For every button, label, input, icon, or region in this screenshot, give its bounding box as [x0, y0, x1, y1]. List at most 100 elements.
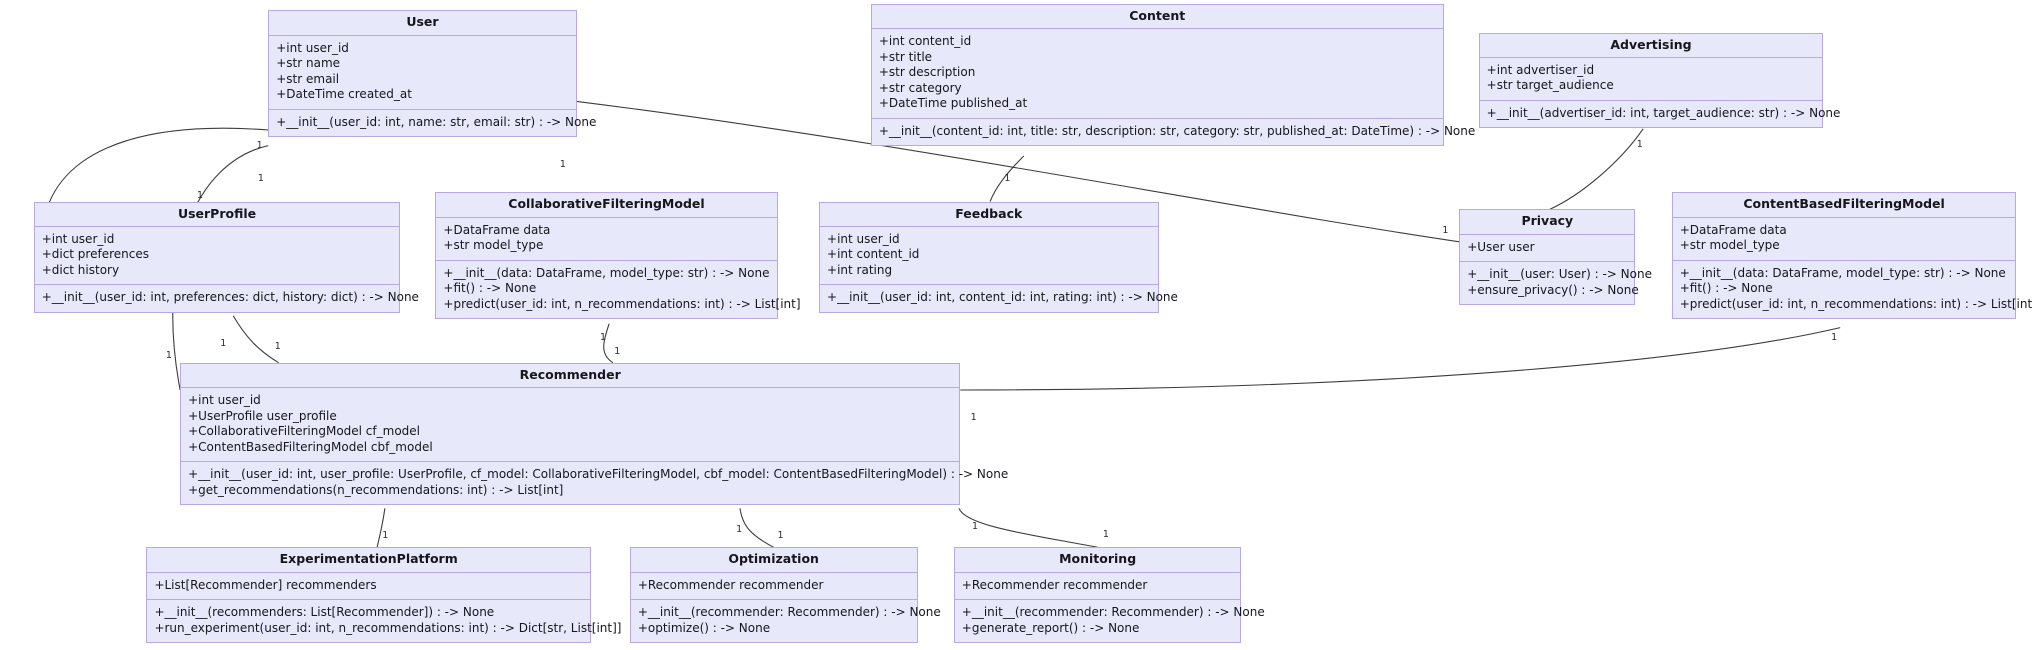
uml-class-experimentation[interactable]: ExperimentationPlatform+List[Recommender…: [146, 547, 622, 644]
uml-attribute: +str model_type: [1679, 238, 1780, 253]
uml-class-methods: +__init__(user_id: int, preferences: dic…: [35, 285, 419, 312]
uml-class-feedback[interactable]: Feedback+int user_id+int content_id+int …: [819, 201, 1178, 313]
uml-class-methods: +__init__(data: DataFrame, model_type: s…: [436, 261, 801, 319]
uml-attribute: +int user_id: [188, 393, 261, 408]
multiplicity-label: 1: [736, 523, 743, 535]
uml-attribute: +str name: [276, 56, 341, 71]
uml-class-methods: +__init__(user_id: int, user_profile: Us…: [181, 462, 1009, 504]
uml-method: +run_experiment(user_id: int, n_recommen…: [154, 620, 622, 635]
multiplicity-label: 1: [220, 338, 227, 349]
uml-class-methods: +__init__(user_id: int, name: str, email…: [269, 110, 596, 137]
uml-attribute: +int content_id: [827, 247, 920, 262]
multiplicity-label: 1: [777, 530, 784, 542]
uml-method: +__init__(user_id: int, user_profile: Us…: [188, 467, 1009, 482]
uml-attribute: +str description: [878, 65, 976, 80]
association-edge: [1549, 128, 1644, 210]
uml-method: +get_recommendations(n_recommendations: …: [188, 482, 564, 497]
uml-class-attributes: +int user_id+int content_id+int rating: [820, 227, 1158, 286]
uml-class-title: Advertising: [1479, 34, 1823, 58]
uml-class-methods: +__init__(content_id: int, title: str, d…: [872, 119, 1476, 146]
uml-class-title: Monitoring: [954, 548, 1241, 573]
uml-class-methods: +__init__(advertiser_id: int, target_aud…: [1480, 101, 1841, 128]
uml-class-title: UserProfile: [34, 203, 400, 227]
uml-attribute: +int rating: [827, 262, 893, 277]
uml-class-title: Content: [871, 5, 1443, 30]
uml-class-title: ContentBasedFilteringModel: [1672, 193, 2016, 218]
uml-class-attributes: +DataFrame data+str model_type: [436, 218, 777, 261]
association-edge: [376, 508, 386, 548]
uml-class-attributes: +Recommender recommender: [630, 573, 917, 601]
uml-attribute: +Recommender recommender: [961, 577, 1148, 592]
uml-class-methods: +__init__(recommender: Recommender) : ->…: [631, 600, 941, 642]
uml-class-userprofile[interactable]: UserProfile +int user_id+dict preferences…: [33, 201, 419, 313]
uml-method: +__init__(recommender: Recommender) : ->…: [637, 605, 941, 620]
association-edge: [232, 315, 279, 364]
uml-class-monitoring[interactable]: Monitoring +Recommender recommender +__ini…: [953, 547, 1265, 644]
multiplicity-label: 1: [1102, 529, 1109, 541]
multiplicity-label: 1: [1636, 139, 1643, 151]
uml-class-title: Feedback: [820, 203, 1158, 227]
uml-class-advertising[interactable]: Advertising+int advertiser_id+str target…: [1478, 32, 1841, 129]
uml-class-title: CollaborativeFilteringModel: [436, 193, 777, 218]
uml-method: +__init__(user_id: int, content_id: int,…: [827, 290, 1178, 305]
uml-class-attributes: +int user_id+UserProfile user_profile+Co…: [181, 388, 960, 463]
uml-method: +__init__(recommenders: List[Recommender…: [154, 605, 495, 620]
uml-method: +__init__(data: DataFrame, model_type: s…: [1679, 265, 2006, 280]
uml-method: +optimize() : -> None: [637, 620, 771, 635]
uml-attribute: +DataFrame data: [1679, 222, 1787, 237]
uml-attribute: +int content_id: [878, 34, 972, 49]
multiplicity-label: 1: [196, 189, 204, 201]
uml-method: +__init__(content_id: int, title: str, d…: [878, 123, 1476, 138]
uml-class-title: ExperimentationPlatform: [147, 548, 590, 573]
uml-class-cbfmodel[interactable]: ContentBasedFilteringModel+DataFrame dat…: [1671, 192, 2032, 320]
uml-class-methods: +__init__(data: DataFrame, model_type: s…: [1673, 261, 2032, 319]
multiplicity-label: 1: [256, 140, 263, 152]
uml-class-methods: +__init__(user_id: int, content_id: int,…: [820, 285, 1178, 312]
multiplicity-label: 1: [257, 172, 264, 184]
uml-attribute: +DateTime created_at: [276, 87, 412, 102]
uml-class-attributes: +List[Recommender] recommenders: [147, 573, 590, 601]
uml-method: +__init__(recommender: Recommender) : ->…: [961, 605, 1265, 620]
uml-attribute: +str email: [276, 71, 340, 86]
uml-class-methods: +__init__(user: User) : -> None+ensure_p…: [1460, 262, 1652, 304]
uml-class-privacy[interactable]: Privacy+User user+__init__(user: User) :…: [1459, 209, 1652, 306]
uml-class-attributes: +int advertiser_id+str target_audience: [1479, 58, 1823, 101]
association-edge: [603, 323, 614, 364]
uml-method: +fit() : -> None: [1679, 281, 1773, 296]
association-edge: [960, 327, 1841, 391]
uml-class-content[interactable]: Content+int content_id+str title+str des…: [870, 3, 1476, 147]
uml-class-cfmodel[interactable]: CollaborativeFilteringModel+DataFrame da…: [435, 192, 801, 320]
uml-class-attributes: +DataFrame data+str model_type: [1672, 218, 2016, 261]
uml-class-optimization[interactable]: Optimization+Recommender recommender +__i…: [629, 547, 941, 644]
uml-attribute: +DataFrame data: [443, 222, 551, 237]
uml-attribute: +int user_id: [276, 40, 349, 55]
uml-method: +__init__(advertiser_id: int, target_aud…: [1486, 105, 1841, 120]
uml-class-attributes: +int content_id+str title+str descriptio…: [871, 29, 1443, 119]
association-edge: [958, 508, 1098, 548]
uml-attribute: +int user_id: [827, 231, 900, 246]
multiplicity-label: 1: [382, 530, 389, 542]
uml-method: +predict(user_id: int, n_recommendations…: [1679, 296, 2032, 311]
uml-class-recommender[interactable]: Recommender+int user_id+UserProfile user…: [180, 362, 1009, 506]
multiplicity-label: 1: [970, 412, 977, 424]
association-edge: [576, 100, 1460, 243]
multiplicity-label: 1: [165, 349, 172, 361]
multiplicity-label: 1: [274, 340, 281, 352]
uml-attribute: +int user_id: [41, 231, 115, 246]
multiplicity-label: 1: [1004, 172, 1011, 184]
uml-method: +predict(user_id: int, n_recommendations…: [443, 296, 801, 311]
uml-attribute: +dict preferences: [41, 247, 149, 262]
uml-class-user[interactable]: User+int user_id+str name+str email+Date…: [268, 10, 596, 138]
uml-class-title: Optimization: [630, 548, 917, 573]
uml-attribute: +str category: [878, 80, 962, 95]
uml-method: +generate_report() : -> None: [961, 620, 1140, 635]
uml-class-title: Privacy: [1460, 210, 1635, 235]
uml-method: +__init__(user_id: int, preferences: dic…: [41, 290, 419, 305]
uml-class-attributes: +Recommender recommender: [954, 573, 1241, 601]
uml-attribute: +str title: [878, 49, 933, 64]
uml-class-methods: +__init__(recommenders: List[Recommender…: [147, 600, 622, 642]
uml-class-title: Recommender: [181, 364, 960, 389]
multiplicity-label: 1: [600, 331, 607, 343]
uml-attribute: +ContentBasedFilteringModel cbf_model: [188, 439, 433, 454]
